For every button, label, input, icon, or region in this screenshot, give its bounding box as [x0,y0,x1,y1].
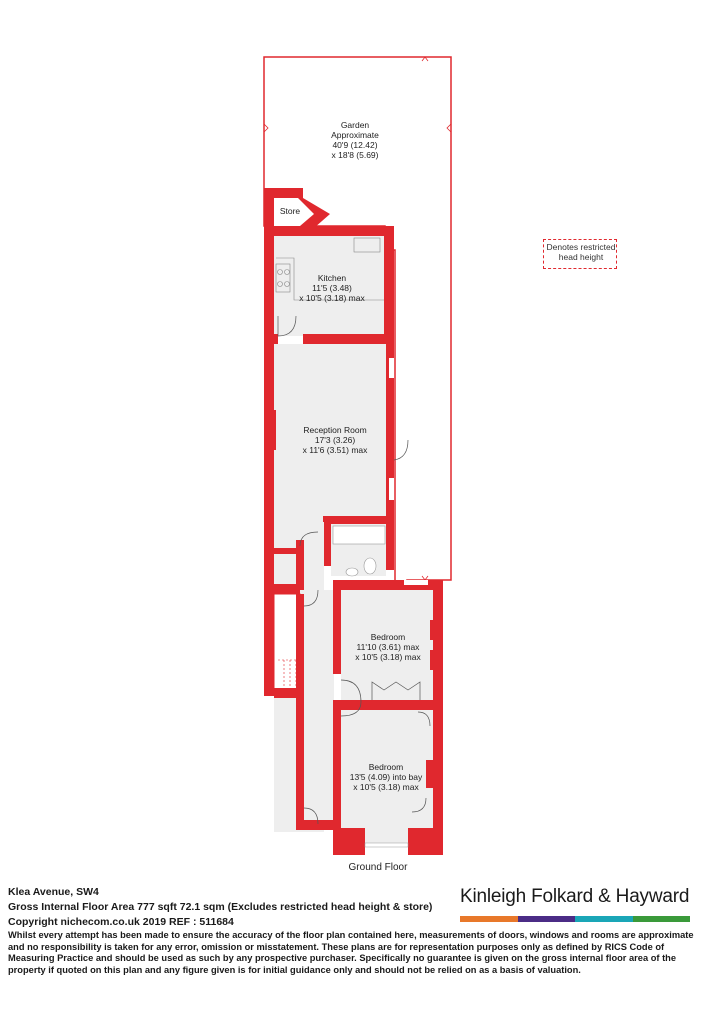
garden-label: Garden Approximate 40'9 (12.42) x 18'8 (… [300,120,410,160]
bedroom1-label: Bedroom 11'10 (3.61) max x 10'5 (3.18) m… [338,632,438,662]
legend-line-1: Denotes restricted [546,242,616,252]
kitchen-name: Kitchen [317,273,347,283]
garden-approx: Approximate [331,130,379,140]
floor-plan [263,56,452,855]
brand-bar-purple [517,916,575,922]
building [264,188,443,855]
brand-color-bar [460,916,690,922]
property-address: Klea Avenue, SW4 [8,886,99,898]
brand-logo: Kinleigh Folkard & Hayward [460,886,690,907]
kitchen-length: 11'5 (3.48) [312,283,352,293]
garden-name: Garden [340,120,370,130]
kitchen-label: Kitchen 11'5 (3.48) x 10'5 (3.18) max [280,273,384,303]
bedroom1-length: 11'10 (3.61) max [356,642,420,652]
gross-internal-area: Gross Internal Floor Area 777 sqft 72.1 … [8,901,433,913]
disclaimer: Whilst every attempt has been made to en… [8,930,694,975]
bedroom2-width: x 10'5 (3.18) max [353,782,419,792]
reception-label: Reception Room 17'3 (3.26) x 11'6 (3.51)… [280,425,390,455]
restricted-head-height-legend-box [543,239,617,269]
kitchen-width: x 10'5 (3.18) max [299,293,365,303]
reception-width: x 11'6 (3.51) max [302,445,368,455]
bedroom1-name: Bedroom [370,632,406,642]
legend-line-2: head height [558,252,604,262]
reception-name: Reception Room [303,425,367,435]
copyright: Copyright nichecom.co.uk 2019 REF : 5116… [8,916,234,928]
bedroom2-label: Bedroom 13'5 (4.09) into bay x 10'5 (3.1… [336,762,436,792]
bedroom2-name: Bedroom [368,762,404,772]
garden-length: 40'9 (12.42) [332,140,378,150]
floor-title: Ground Floor [348,862,408,873]
reception-length: 17'3 (3.26) [314,435,356,445]
bedroom1-width: x 10'5 (3.18) max [355,652,421,662]
bedroom2-length: 13'5 (4.09) into bay [349,772,423,782]
brand-bar-green [632,916,690,922]
restricted-head-height-legend: Denotes restricted head height [543,242,619,262]
brand-bar-orange [460,916,518,922]
store-label: Store [272,206,308,216]
garden-width: x 18'8 (5.69) [331,150,379,160]
store-name: Store [279,206,301,216]
brand-bar-teal [575,916,633,922]
